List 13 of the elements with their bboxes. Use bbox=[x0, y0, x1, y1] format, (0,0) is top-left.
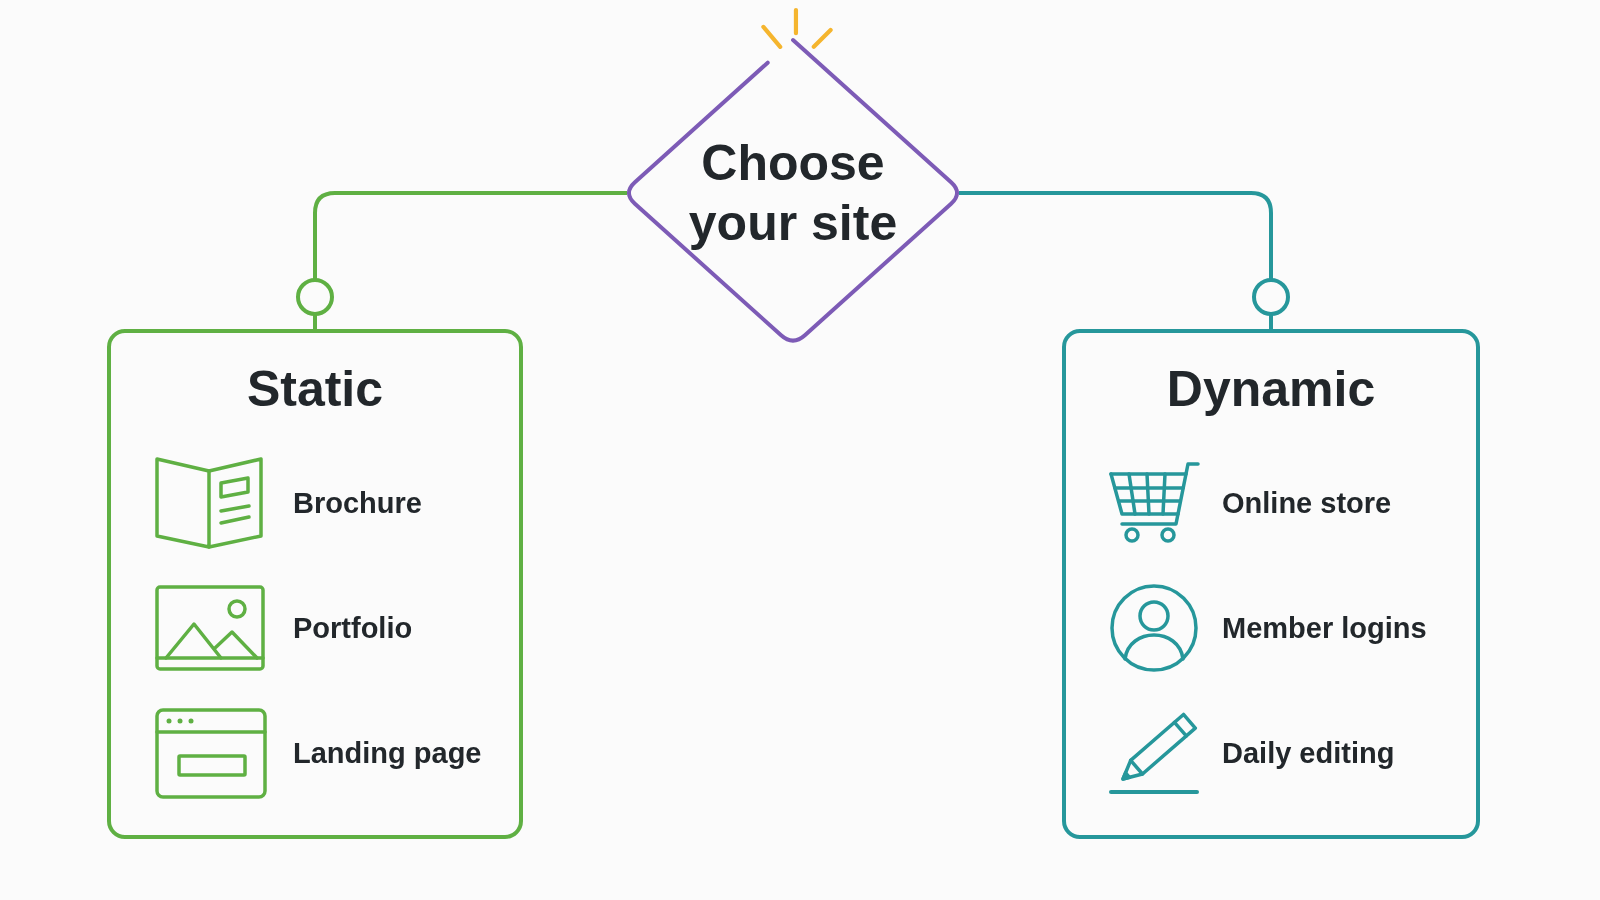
list-item-text: Daily editing bbox=[1222, 736, 1395, 771]
category-card bbox=[107, 329, 523, 839]
card-heading: Dynamic bbox=[1166, 360, 1376, 419]
card-heading: Static bbox=[246, 360, 384, 419]
diamond-label: Choose your site bbox=[687, 134, 899, 253]
list-item-text: Landing page bbox=[293, 736, 482, 771]
connector-line bbox=[296, 191, 627, 329]
list-item-text: Online store bbox=[1222, 486, 1392, 521]
category-card bbox=[1062, 329, 1480, 839]
list-item-text: Brochure bbox=[293, 486, 422, 521]
list-item-text: Portfolio bbox=[293, 611, 413, 646]
list-item-text: Member logins bbox=[1222, 611, 1427, 646]
connector-line bbox=[959, 191, 1290, 329]
